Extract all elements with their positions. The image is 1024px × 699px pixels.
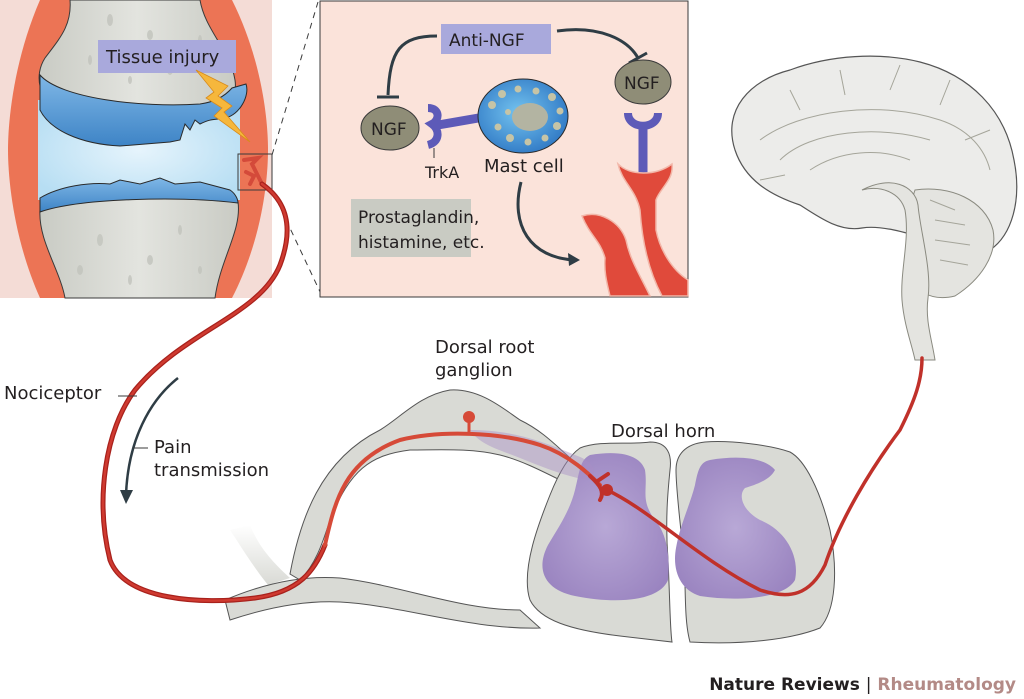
mast-cell-label: Mast cell (484, 156, 564, 177)
mediators-label-line1: Prostaglandin, (358, 208, 479, 228)
pain-transmission-arrowhead (120, 490, 133, 504)
nociceptor-label: Nociceptor (4, 383, 102, 404)
ventral-root (224, 576, 542, 629)
bone-texture (77, 14, 202, 285)
ngf-molecule-right (614, 59, 672, 105)
synapse-terminal (588, 472, 610, 502)
primary-afferent-fiber (323, 431, 602, 547)
pain-transmission-label-line1: Pain (154, 437, 192, 458)
nociceptor-fiber-core (101, 182, 327, 602)
spinal-section (224, 389, 836, 644)
inset-panel: Anti-NGF NGF TrkA Mast cell Prostaglandi… (319, 0, 689, 298)
nerve-terminal-upper (616, 161, 689, 297)
nerve-ending-icon (242, 155, 264, 186)
journal-credit: Nature Reviews | Rheumatology (709, 675, 1016, 695)
brain (731, 55, 1018, 361)
inhibition-arrow-right (556, 28, 640, 59)
nerve-ending-highlight-box (237, 153, 273, 191)
mast-cell-nucleus (512, 103, 548, 131)
journal-name: Rheumatology (877, 675, 1016, 695)
zoom-line-bottom (271, 189, 323, 297)
mediators-label-box (351, 199, 471, 257)
ngf-molecule-left (360, 105, 420, 151)
drg-label-line2: ganglion (435, 360, 513, 381)
nerve-stub (230, 525, 290, 585)
tissue-injury-label: Tissue injury (105, 47, 220, 68)
ngf-right-label: NGF (624, 74, 660, 94)
zoom-line-top (271, 1, 319, 156)
lower-bone (39, 196, 239, 299)
joint-illustration: Tissue injury (0, 0, 273, 299)
lightning-bolt-icon (195, 69, 251, 143)
release-arrow (516, 181, 576, 262)
brain-sulci (759, 64, 991, 266)
drg-label-line1: Dorsal root (435, 337, 535, 358)
anti-ngf-label: Anti-NGF (449, 31, 525, 51)
pain-transmission-label-line2: transmission (154, 460, 269, 481)
brain-stem (861, 182, 936, 361)
tissue-injury-label-box (98, 40, 236, 73)
pain-transmission-arrow (124, 377, 179, 496)
release-arrowhead (568, 253, 580, 266)
upper-cartilage (39, 73, 248, 147)
journal-group: Nature Reviews (709, 675, 860, 695)
grey-matter-right (675, 457, 796, 599)
mast-cell-granules (488, 85, 564, 146)
ngf-left-label: NGF (371, 120, 407, 140)
second-order-fiber (605, 356, 924, 597)
dorsal-horn-label: Dorsal horn (611, 421, 715, 442)
dorsal-root-entry-zone (470, 430, 595, 480)
drg-cell-body (463, 411, 475, 423)
grey-matter-left (542, 453, 669, 601)
anti-ngf-label-box (441, 24, 551, 54)
trka-receptor (424, 104, 442, 149)
nerve-terminal-lower (581, 213, 652, 297)
lower-cartilage (39, 177, 239, 213)
mediators-label-line2: histamine, etc. (358, 233, 485, 253)
trka-label: TrkA (424, 163, 459, 182)
inhibition-arrow-left (386, 34, 438, 96)
trka-receptor-right (624, 112, 662, 130)
credit-separator: | (865, 675, 872, 695)
